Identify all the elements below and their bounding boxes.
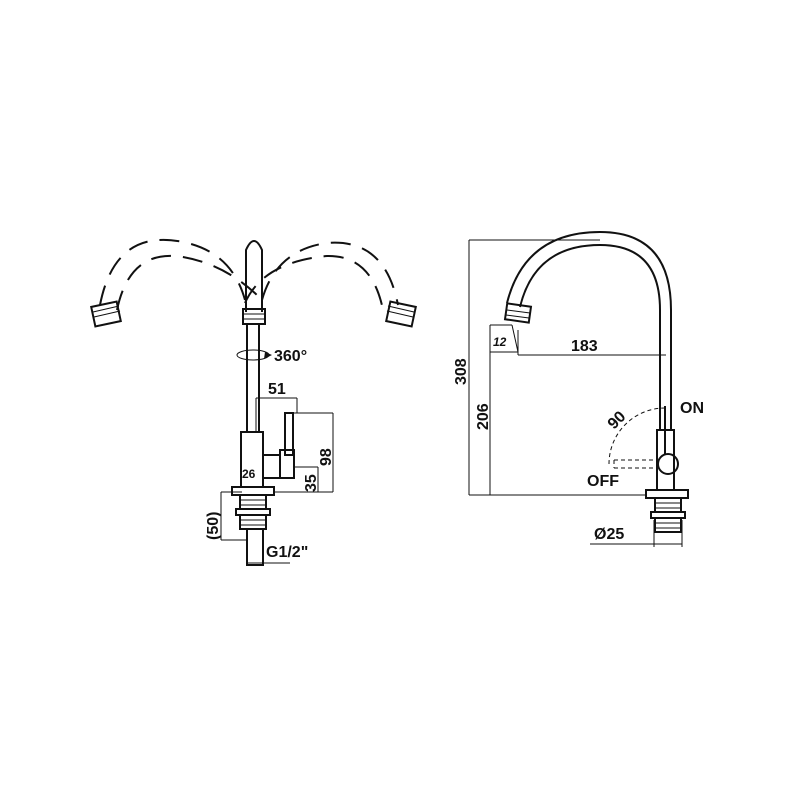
rotation-arrow-icon — [236, 349, 272, 361]
side-handle-hub — [657, 453, 679, 475]
spout-height-label: 206 — [475, 403, 492, 430]
base-height-label: 35 — [303, 474, 320, 492]
mount-nut — [239, 514, 267, 530]
off-label: OFF — [587, 473, 619, 490]
dimension-diameter — [590, 520, 683, 547]
dimension-51 — [255, 397, 298, 432]
front-view: 360° 26 51 98 35 — [90, 238, 417, 566]
dimension-12 — [490, 324, 519, 353]
base-plate — [231, 486, 275, 496]
side-base-plate — [645, 489, 689, 499]
right-aerator — [385, 300, 417, 328]
lever-offset-label: 26 — [242, 467, 256, 481]
side-mount-nut — [654, 517, 682, 533]
shank-length-label: (50) — [205, 512, 222, 540]
left-aerator — [90, 300, 122, 328]
spout-inner — [506, 230, 672, 430]
dimension-98-35 — [274, 412, 334, 493]
shank — [246, 528, 264, 566]
side-base-collar — [654, 497, 682, 513]
dimension-183 — [517, 330, 666, 356]
lever — [284, 412, 294, 456]
side-view: 90 ON OFF 308 206 12 — [453, 230, 704, 547]
handle-width-label: 51 — [268, 381, 286, 398]
spout-outer — [519, 243, 661, 430]
diameter-label: Ø25 — [594, 526, 624, 543]
lever-angle-label: 90 — [605, 408, 630, 433]
handle-knob — [279, 449, 295, 479]
center-spout — [245, 240, 263, 312]
base-collar — [239, 494, 267, 510]
aerator-angle-label: 12 — [493, 335, 507, 349]
thread-label: G1/2" — [266, 544, 308, 561]
total-height-label: 308 — [453, 358, 470, 385]
side-aerator — [503, 302, 533, 324]
dimension-308 — [468, 239, 646, 496]
on-label: ON — [680, 400, 704, 417]
handle-neck — [263, 454, 281, 479]
body-height-label: 98 — [318, 448, 335, 466]
lever-swing-arc — [608, 407, 666, 465]
dimension-50 — [220, 491, 246, 541]
reach-label: 183 — [571, 338, 598, 355]
dashed-spout-arcs — [99, 238, 399, 311]
center-aerator — [242, 308, 266, 325]
rotation-label: 360° — [274, 348, 307, 365]
